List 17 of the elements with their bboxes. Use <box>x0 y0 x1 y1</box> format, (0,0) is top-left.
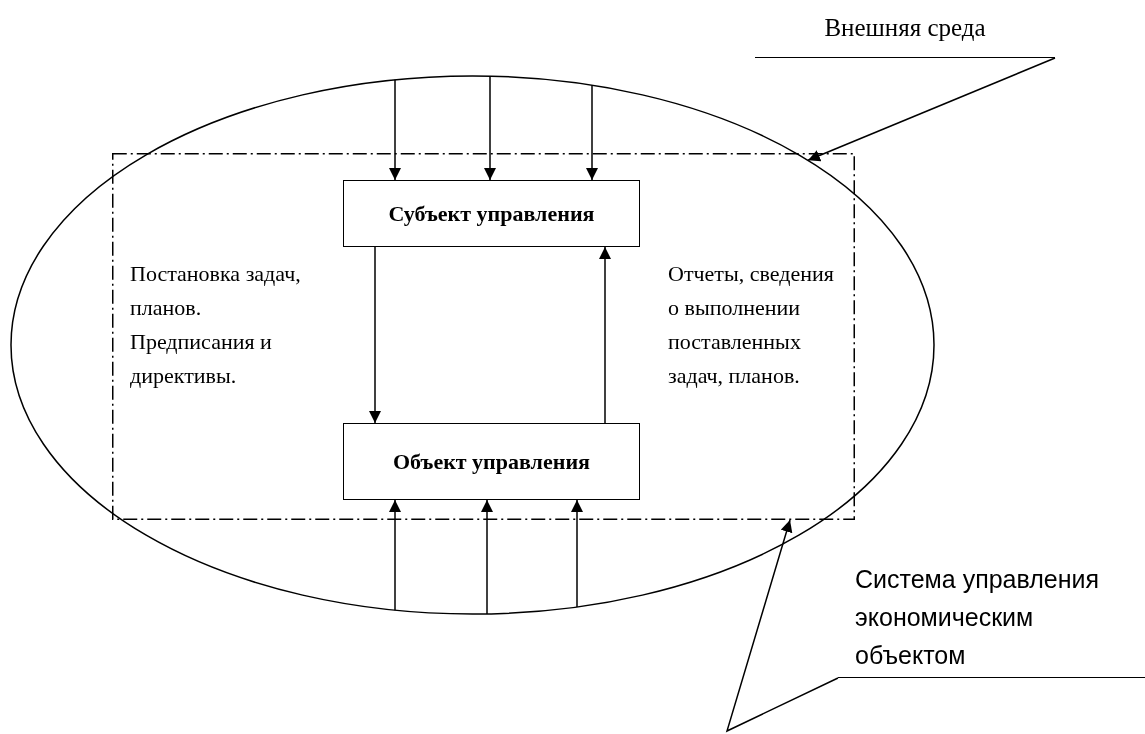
system-boundary <box>112 153 855 520</box>
leader-line <box>725 519 839 733</box>
arrow <box>369 246 381 424</box>
arrow <box>389 499 401 611</box>
arrow <box>389 79 401 181</box>
process-box: Субъект управления <box>343 180 640 247</box>
edge-label: Постановка задач, планов. Предписания и директивы. <box>130 260 302 390</box>
callout-label: Внешняя среда <box>755 8 1055 58</box>
arrow <box>599 246 611 424</box>
arrow <box>586 84 598 181</box>
leader-line <box>807 57 1056 162</box>
callout-label: Система управления экономическим объектом <box>838 560 1145 678</box>
process-box: Объект управления <box>343 423 640 500</box>
arrow <box>481 499 493 615</box>
arrow <box>571 499 583 608</box>
arrow <box>484 75 496 181</box>
edge-label: Отчеты, сведения о выполнении поставленных задач, планов. <box>668 260 835 390</box>
